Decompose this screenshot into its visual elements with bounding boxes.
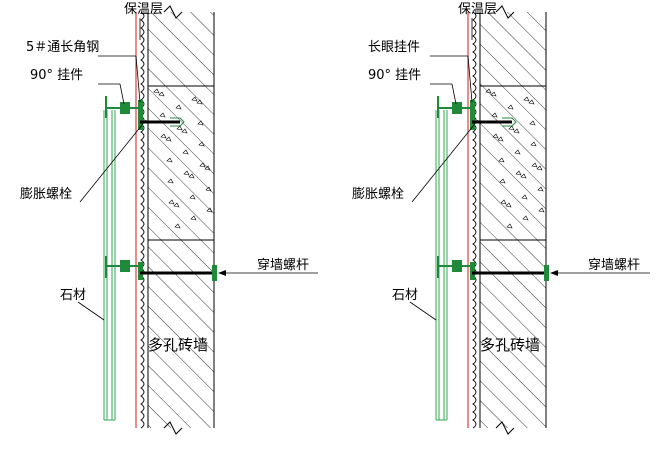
expansion-bolt-sleeve <box>502 117 517 127</box>
aggregate-speck <box>514 149 521 155</box>
break-mark-bottom <box>495 421 515 435</box>
aggregate-speck <box>507 104 514 110</box>
leader-arrow <box>550 270 558 276</box>
through-bolt-label: 穿墙螺杆 <box>588 258 641 273</box>
aggregate-speck <box>160 133 167 139</box>
aggregate-speck <box>513 128 520 134</box>
insulation-wave <box>140 11 145 429</box>
aggregate-speck <box>166 157 173 163</box>
aggregate-speck <box>189 194 196 200</box>
lower-hanger-nut <box>452 260 462 272</box>
wall-label: 多孔砖墙 <box>148 336 209 354</box>
aggregate-speck <box>492 133 499 139</box>
leader-line <box>119 83 125 105</box>
aggregate-speck <box>497 136 504 142</box>
aggregate-speck <box>498 157 505 163</box>
long-eye-hanger-label: 长眼挂件 <box>368 40 421 55</box>
aggregate-speck <box>190 215 197 221</box>
aggregate-speck <box>181 128 188 134</box>
angle-steel <box>138 100 143 130</box>
aggregate-speck <box>198 141 205 147</box>
aggregate-speck <box>204 165 211 171</box>
aggregate-speck <box>521 194 528 200</box>
through-bolt-plate <box>544 265 549 281</box>
aggregate-speck <box>531 162 538 168</box>
aggregate-speck <box>538 207 545 213</box>
aggregate-speck <box>153 88 160 94</box>
hanger-label: 90° 挂件 <box>368 68 422 83</box>
break-mark-top <box>163 5 183 19</box>
aggregate-speck <box>173 202 180 208</box>
aggregate-speck <box>176 125 183 131</box>
aggregate-speck <box>523 96 530 102</box>
stone-label: 石材 <box>60 288 87 303</box>
aggregate-speck <box>175 104 182 110</box>
aggregate-speck <box>183 170 190 176</box>
lower-plate <box>470 262 475 280</box>
aggregate-speck <box>500 199 507 205</box>
expansion-bolt-label: 膨胀螺栓 <box>20 187 73 202</box>
aggregate-speck <box>505 202 512 208</box>
aggregate-speck <box>205 186 212 192</box>
leader-arrow <box>218 270 226 276</box>
through-bolt-label: 穿墙螺杆 <box>257 258 310 273</box>
break-mark-top <box>495 5 515 19</box>
aggregate-speck <box>197 120 204 126</box>
aggregate-speck <box>528 99 535 105</box>
stone-label: 石材 <box>392 288 419 303</box>
expansion-bolt-label: 膨胀螺栓 <box>352 187 405 202</box>
leader-line <box>451 83 457 105</box>
aggregate-speck <box>515 170 522 176</box>
aggregate-speck <box>522 215 529 221</box>
break-mark-bottom <box>163 421 183 435</box>
aggregate-speck <box>158 91 165 97</box>
aggregate-speck <box>191 96 198 102</box>
aggregate-speck <box>491 112 498 118</box>
angle-steel-label: 5＃通长角钢 <box>26 40 100 55</box>
aggregate-speck <box>485 88 492 94</box>
lower-hanger-nut <box>120 260 130 272</box>
insulation-wave <box>472 11 477 429</box>
aggregate-speck <box>167 178 174 184</box>
upper-hanger-nut <box>452 102 462 114</box>
expansion-bolt-sleeve <box>170 117 185 127</box>
leader-line <box>135 55 141 103</box>
aggregate-speck <box>159 112 166 118</box>
aggregate-speck <box>536 165 543 171</box>
aggregate-speck <box>506 223 513 229</box>
angle-steel <box>470 100 475 130</box>
section-panel <box>409 5 650 435</box>
aggregate-speck <box>499 178 506 184</box>
aggregate-speck <box>196 99 203 105</box>
aggregate-speck <box>165 136 172 142</box>
aggregate-speck <box>490 91 497 97</box>
upper-hanger-nut <box>120 102 130 114</box>
aggregate-speck <box>520 173 527 179</box>
aggregate-speck <box>537 186 544 192</box>
aggregate-speck <box>168 199 175 205</box>
leader-line <box>79 119 147 203</box>
wall-label: 多孔砖墙 <box>480 336 541 354</box>
leader-line <box>411 119 479 203</box>
leader-line <box>409 301 437 321</box>
leader-line <box>467 55 473 103</box>
aggregate-speck <box>174 223 181 229</box>
section-panel <box>77 5 318 435</box>
lower-plate <box>138 262 143 280</box>
aggregate-speck <box>529 120 536 126</box>
insulation-label: 保温层 <box>458 2 498 17</box>
hanger-label: 90° 挂件 <box>30 68 84 83</box>
aggregate-speck <box>182 149 189 155</box>
insulation-label: 保温层 <box>124 2 164 17</box>
aggregate-speck <box>188 173 195 179</box>
aggregate-speck <box>508 125 515 131</box>
aggregate-speck <box>199 162 206 168</box>
leader-line <box>77 301 105 321</box>
aggregate-speck <box>206 207 213 213</box>
aggregate-speck <box>530 141 537 147</box>
through-bolt-plate <box>212 265 217 281</box>
